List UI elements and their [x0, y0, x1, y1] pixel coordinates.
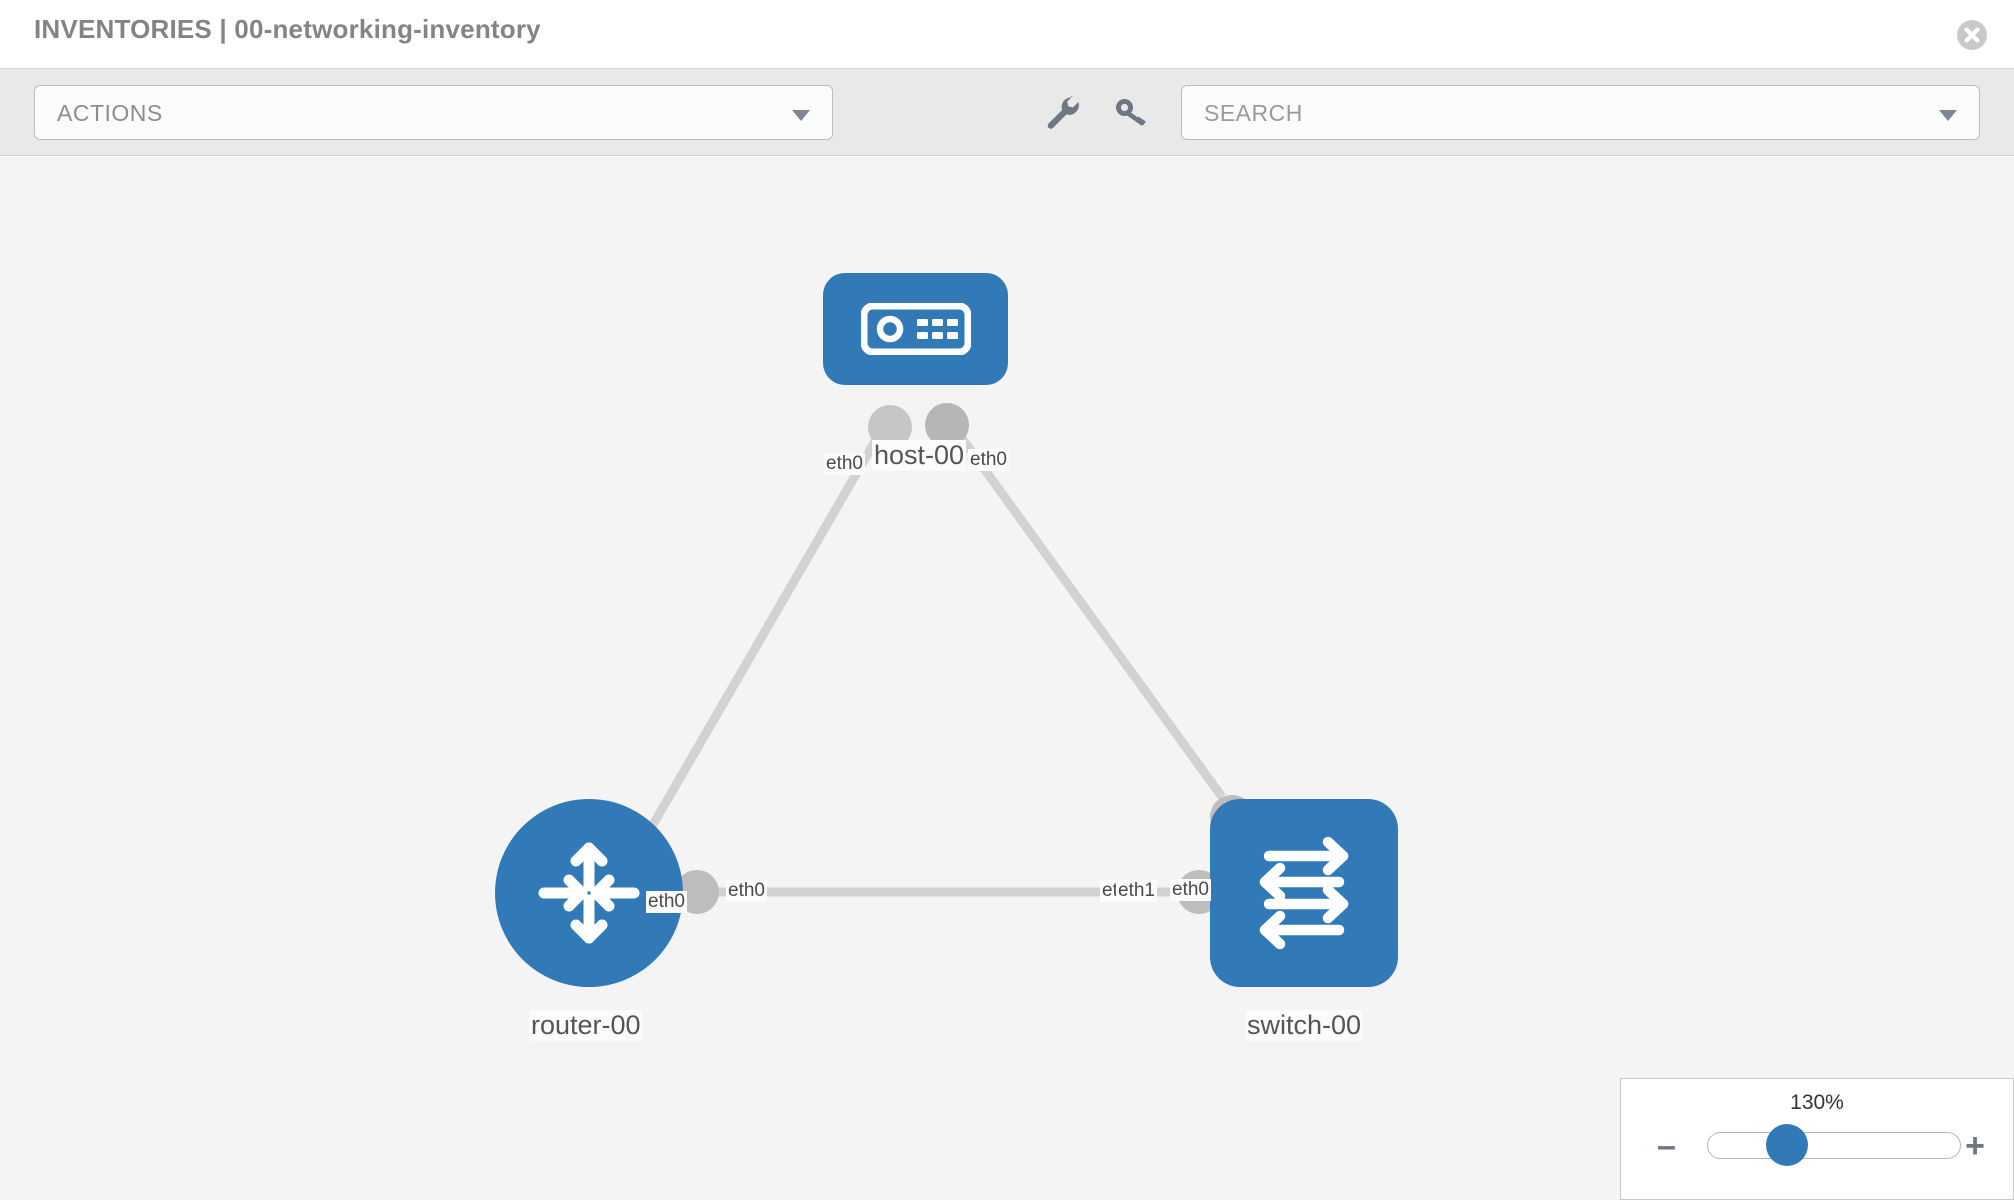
host-node-shape[interactable]	[823, 273, 1008, 385]
node-label-host-00: host-00	[872, 440, 967, 471]
edge-label-host-left: eth0	[824, 453, 865, 475]
bidirectional-arrows-icon	[1259, 836, 1349, 950]
zoom-in-button[interactable]: +	[1965, 1127, 1985, 1165]
search-input[interactable]: SEARCH	[1181, 85, 1980, 140]
toolbar: ACTIONS SEARCH	[0, 69, 2014, 156]
search-placeholder: SEARCH	[1204, 100, 1303, 126]
zoom-slider-track[interactable]	[1707, 1132, 1961, 1159]
edge-label-router-right: eth0	[726, 880, 767, 902]
edge-label-host-right: eth0	[968, 449, 1009, 471]
page-header: INVENTORIES | 00-networking-inventory	[0, 0, 2014, 69]
close-icon[interactable]	[1956, 19, 1988, 51]
server-appliance-icon	[860, 303, 971, 355]
actions-dropdown[interactable]: ACTIONS	[34, 85, 833, 140]
edge-label-switch-left: eth1	[1116, 880, 1157, 902]
chevron-down-icon[interactable]	[1939, 110, 1957, 121]
wrench-icon[interactable]	[1041, 91, 1083, 133]
topology-canvas[interactable]: host-00	[0, 157, 2014, 1200]
zoom-control-panel: 130% – +	[1620, 1078, 2014, 1200]
node-label-switch-00: switch-00	[1245, 1010, 1364, 1041]
switch-node-shape[interactable]	[1210, 799, 1398, 987]
page-title: INVENTORIES | 00-networking-inventory	[34, 14, 541, 44]
edge-label-router-up: eth0	[646, 891, 687, 913]
chevron-down-icon	[792, 110, 810, 121]
edge-label-switch-up: eth0	[1170, 879, 1211, 901]
node-switch-00[interactable]	[1210, 799, 1398, 987]
key-icon[interactable]	[1110, 91, 1152, 133]
zoom-out-button[interactable]: –	[1657, 1127, 1676, 1165]
four-arrows-converging-icon	[538, 842, 640, 944]
actions-dropdown-label: ACTIONS	[57, 100, 163, 126]
zoom-level-value: 130%	[1790, 1091, 1844, 1114]
node-host-00[interactable]	[823, 273, 1008, 385]
node-label-router-00: router-00	[529, 1010, 643, 1041]
zoom-slider-thumb[interactable]	[1766, 1124, 1808, 1166]
